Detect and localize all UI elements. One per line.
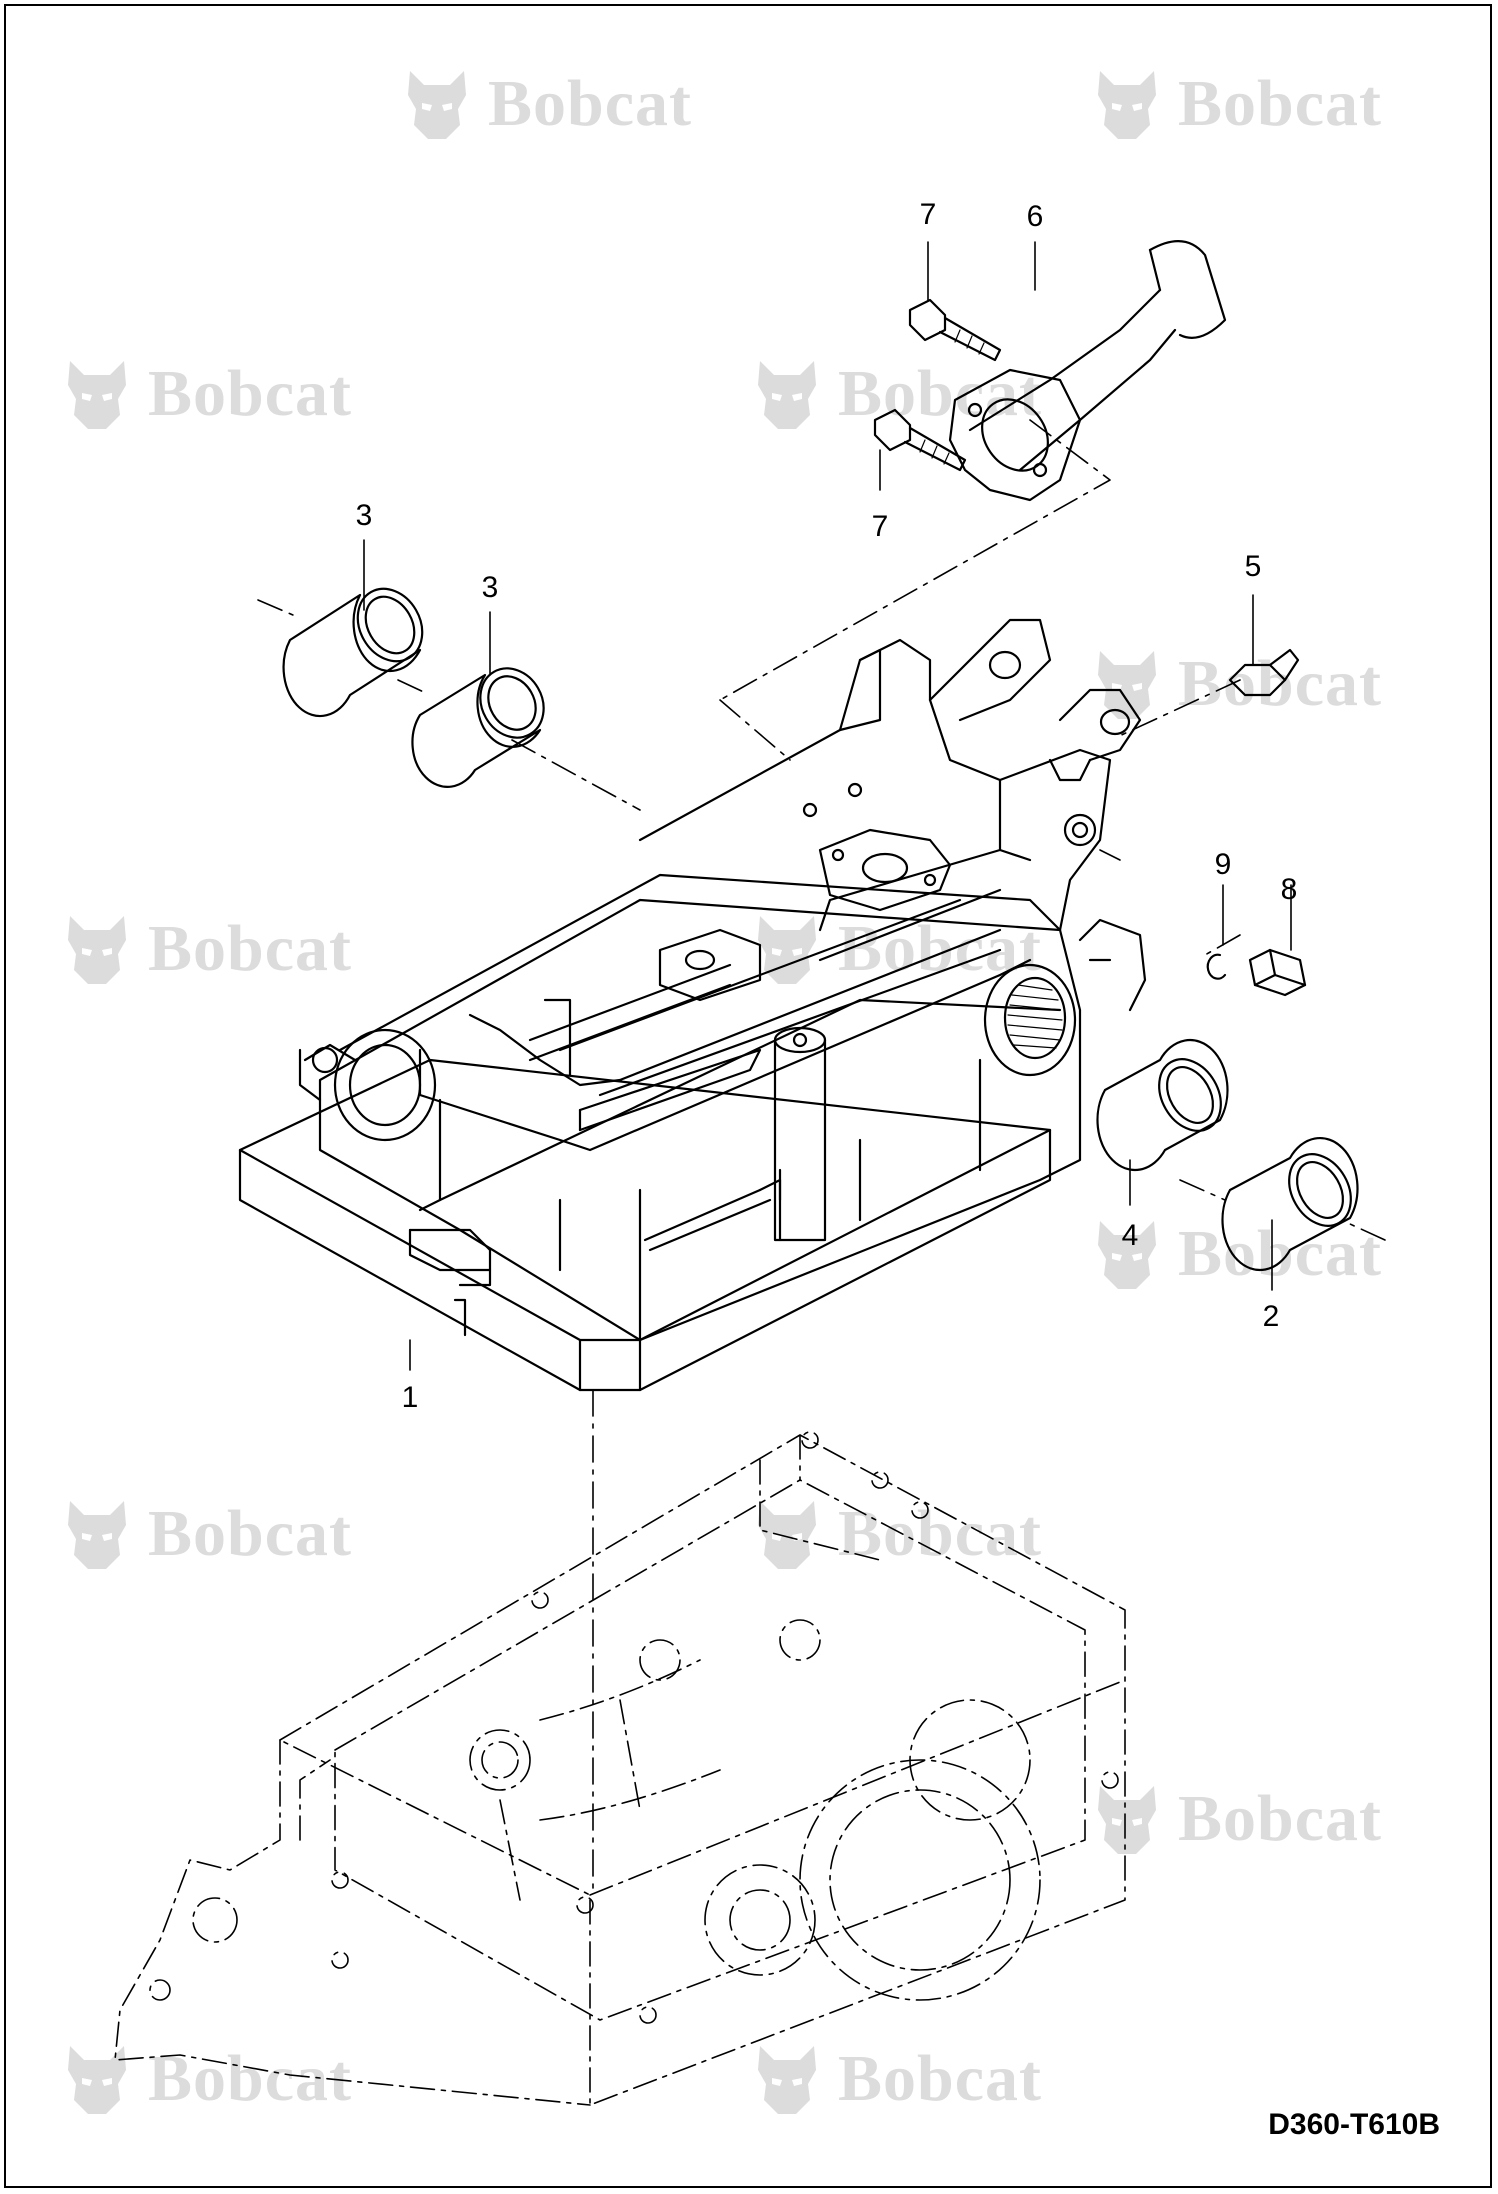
elbow-pipe <box>948 240 1227 502</box>
bobcat-logo-icon <box>68 916 126 984</box>
watermark-text: Bobcat <box>1178 1217 1382 1290</box>
housing-base-plate <box>238 1058 1052 1392</box>
bobcat-watermark: Bobcat <box>60 1495 352 1573</box>
vertical-post <box>773 1026 827 1242</box>
callout-6: 6 <box>1026 200 1044 233</box>
bobcat-watermark: Bobcat <box>60 355 352 433</box>
bobcat-watermark: Bobcat <box>1090 65 1382 143</box>
watermark-text: Bobcat <box>838 2042 1042 2115</box>
fitting-5 <box>1228 648 1300 697</box>
drawing-id: D360-T610B <box>1268 2108 1440 2141</box>
watermark-text: Bobcat <box>488 67 692 140</box>
bobcat-watermark: Bobcat <box>1090 1780 1382 1858</box>
bolt-7-lower <box>873 408 967 472</box>
bobcat-watermark: Bobcat <box>60 910 352 988</box>
splined-shaft-boss <box>983 918 1147 1077</box>
watermark-text: Bobcat <box>148 1497 352 1570</box>
bobcat-logo-icon <box>1098 1221 1156 1289</box>
watermark-text: Bobcat <box>148 912 352 985</box>
callout-3a: 3 <box>355 499 373 532</box>
watermark-text: Bobcat <box>838 357 1042 430</box>
bushing-2 <box>1221 1136 1359 1272</box>
bobcat-watermark: Bobcat <box>400 65 692 143</box>
bobcat-logo-icon <box>758 2046 816 2114</box>
bobcat-logo-icon <box>1098 1786 1156 1854</box>
left-bore <box>298 1028 437 1142</box>
leader-lines <box>363 241 1292 1371</box>
bobcat-logo-icon <box>408 71 466 139</box>
bolt-7-upper <box>908 298 1002 362</box>
bobcat-logo-icon <box>68 2046 126 2114</box>
bushing-3a <box>282 587 424 718</box>
housing-top-tower <box>638 618 1142 962</box>
bobcat-logo-icon <box>758 916 816 984</box>
callout-3b: 3 <box>481 571 499 604</box>
plug-8 <box>1248 948 1307 997</box>
assembly-lines <box>257 419 1386 1896</box>
bushing-4 <box>1096 1038 1229 1172</box>
callout-1: 1 <box>401 1381 419 1414</box>
callout-8: 8 <box>1280 873 1298 906</box>
bobcat-logo-icon <box>68 1501 126 1569</box>
watermark-text: Bobcat <box>148 357 352 430</box>
watermark-text: Bobcat <box>1178 67 1382 140</box>
bushing-3b <box>411 667 545 788</box>
callout-5: 5 <box>1244 550 1262 583</box>
hydraulic-lift-housing <box>318 873 1082 1342</box>
transmission-case <box>114 1431 1126 2106</box>
bobcat-watermark: Bobcat <box>60 2040 352 2118</box>
bobcat-watermark: Bobcat <box>750 355 1042 433</box>
callout-9: 9 <box>1214 848 1232 881</box>
bobcat-logo-icon <box>1098 71 1156 139</box>
bobcat-logo-icon <box>68 361 126 429</box>
callout-2: 2 <box>1262 1300 1280 1333</box>
bobcat-watermark: Bobcat <box>750 2040 1042 2118</box>
watermark-text: Bobcat <box>1178 1782 1382 1855</box>
callout-7b: 7 <box>871 510 889 543</box>
o-ring-9 <box>1206 953 1227 980</box>
callout-4: 4 <box>1121 1219 1139 1252</box>
bobcat-logo-icon <box>758 361 816 429</box>
bobcat-watermark: Bobcat <box>1090 1215 1382 1293</box>
callout-7a: 7 <box>919 198 937 231</box>
